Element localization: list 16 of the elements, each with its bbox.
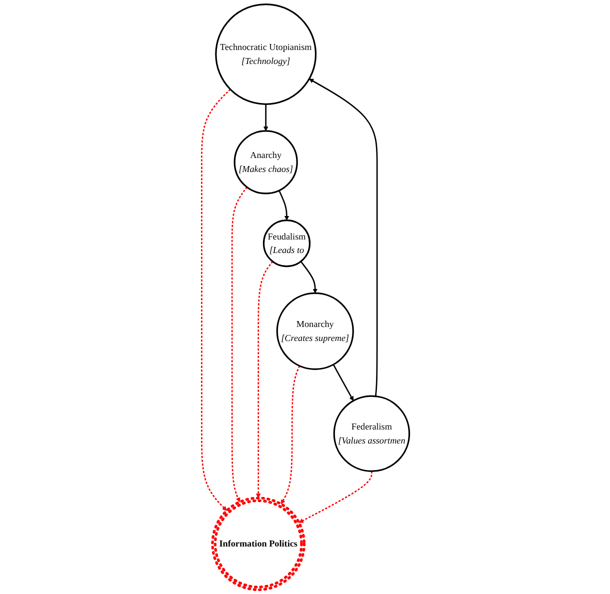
node-circle: Anarchy [Makes chaos] [233, 130, 298, 194]
node-circle: Monarchy [Creates supreme] [276, 292, 354, 370]
arrow [200, 88, 230, 511]
arrow [230, 186, 248, 502]
arrow [308, 78, 378, 396]
node-circle: Federalism [Values assortmen [332, 395, 410, 472]
arrow [280, 366, 300, 504]
node-circle: Feudalism [Leads to [262, 219, 310, 268]
arrow [300, 261, 317, 294]
node-circle: Technocratic Utopianism [Technology] [214, 3, 316, 105]
arrow [298, 471, 372, 523]
node-circle: Information Politics [210, 496, 306, 592]
arrow [332, 364, 354, 401]
arrow [278, 190, 289, 220]
arrow [255, 261, 273, 498]
arrow [262, 104, 268, 132]
